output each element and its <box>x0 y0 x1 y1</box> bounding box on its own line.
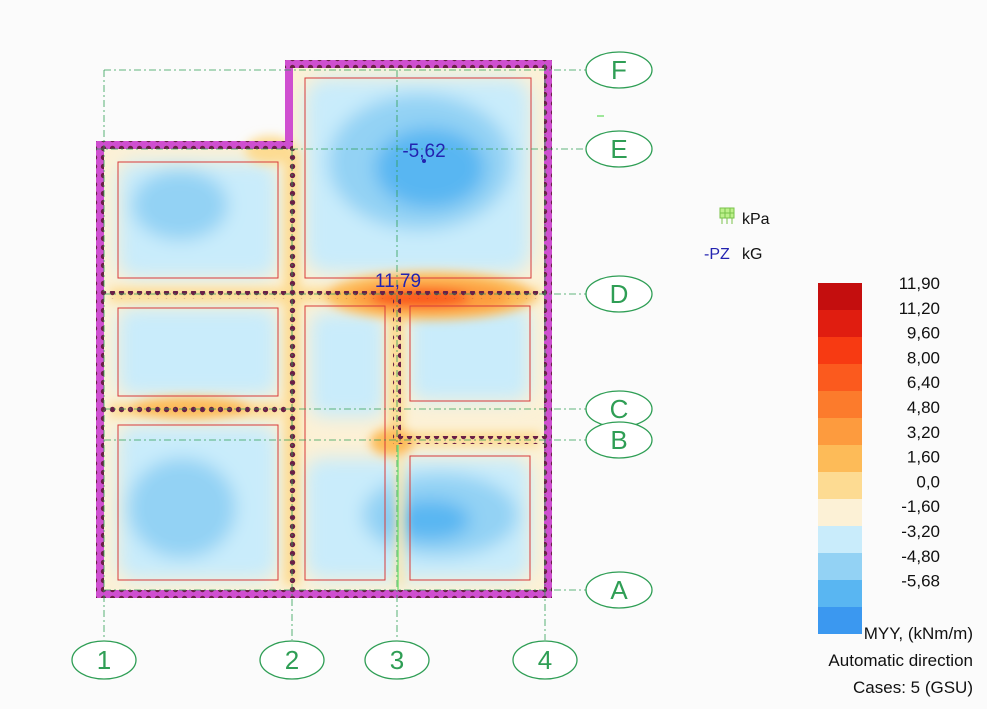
svg-text:4: 4 <box>538 645 552 675</box>
color-scale-label: -4,80 <box>901 547 940 566</box>
color-scale-label: -3,20 <box>901 522 940 541</box>
color-scale-swatch <box>818 391 862 418</box>
color-scale-label: 9,60 <box>907 324 940 343</box>
color-scale-label: -5,68 <box>901 572 940 591</box>
svg-text:3: 3 <box>390 645 404 675</box>
svg-text:kPa: kPa <box>742 211 770 228</box>
slab-walls <box>96 60 552 598</box>
color-scale-swatch <box>818 445 862 472</box>
unit-legend: kPa -PZ kG <box>704 207 770 263</box>
load-grid-icon <box>719 207 735 224</box>
color-scale-label: 4,80 <box>907 398 940 417</box>
svg-text:C: C <box>610 394 629 424</box>
svg-text:E: E <box>610 134 627 164</box>
svg-text:-PZ: -PZ <box>704 246 730 263</box>
color-scale-swatch <box>818 283 862 310</box>
axis-bubble-b[interactable]: B <box>585 421 653 459</box>
color-scale-label: 1,60 <box>907 448 940 467</box>
svg-text:A: A <box>610 575 628 605</box>
color-scale-label: -1,60 <box>901 497 940 516</box>
svg-text:B: B <box>610 425 627 455</box>
color-scale-label: 8,00 <box>907 348 940 367</box>
load-cases-label: Cases: 5 (GSU) <box>853 678 973 697</box>
row-axis-bubbles: F E D C B A <box>585 51 653 609</box>
color-scale-swatch <box>818 607 862 634</box>
color-scale-label: 3,20 <box>907 423 940 442</box>
color-scale-label: 0,0 <box>916 472 940 491</box>
color-scale-swatch <box>818 580 862 607</box>
color-scale-label: 11,20 <box>899 299 940 318</box>
axis-bubble-c[interactable]: C <box>585 390 653 428</box>
svg-text:kG: kG <box>742 246 762 263</box>
axis-bubble-3[interactable]: 3 <box>364 640 430 680</box>
grid-lines <box>96 64 586 640</box>
min-value-annotation: -5,62 <box>402 141 446 163</box>
axis-bubble-a[interactable]: A <box>585 571 653 609</box>
color-scale-swatch <box>818 310 862 337</box>
axis-bubble-d[interactable]: D <box>585 275 653 313</box>
result-quantity-label: MYY, (kNm/m) <box>863 624 973 643</box>
axis-bubble-4[interactable]: 4 <box>512 640 578 680</box>
color-scale-swatch <box>818 499 862 526</box>
svg-text:2: 2 <box>285 645 299 675</box>
color-scale-swatch <box>818 418 862 445</box>
color-scale-label: 11,90 <box>899 274 940 293</box>
axis-bubble-f[interactable]: F <box>585 51 653 89</box>
axis-bubble-e[interactable]: E <box>585 130 653 168</box>
axis-bubble-1[interactable]: 1 <box>71 640 137 680</box>
color-scale-swatch <box>818 364 862 391</box>
color-scale-swatch <box>818 472 862 499</box>
direction-label: Automatic direction <box>828 651 973 670</box>
color-scale-legend: 11,90 11,20 9,60 8,00 6,40 4,80 3,20 1,60 0,0 -1,… <box>818 274 940 634</box>
color-scale-swatch <box>818 337 862 364</box>
color-scale-swatch <box>818 526 862 553</box>
color-scale-label: 6,40 <box>907 373 940 392</box>
max-value-annotation: 11,79 <box>375 271 421 292</box>
axis-bubble-2[interactable]: 2 <box>259 640 325 680</box>
svg-text:-5,62: -5,62 <box>402 141 445 162</box>
svg-text:11,79: 11,79 <box>375 271 421 292</box>
svg-text:D: D <box>610 279 629 309</box>
svg-text:1: 1 <box>97 645 111 675</box>
svg-text:F: F <box>611 55 627 85</box>
color-scale-swatch <box>818 553 862 580</box>
column-axis-bubbles: 1 2 3 4 <box>71 640 578 680</box>
panel-outlines <box>117 77 532 581</box>
